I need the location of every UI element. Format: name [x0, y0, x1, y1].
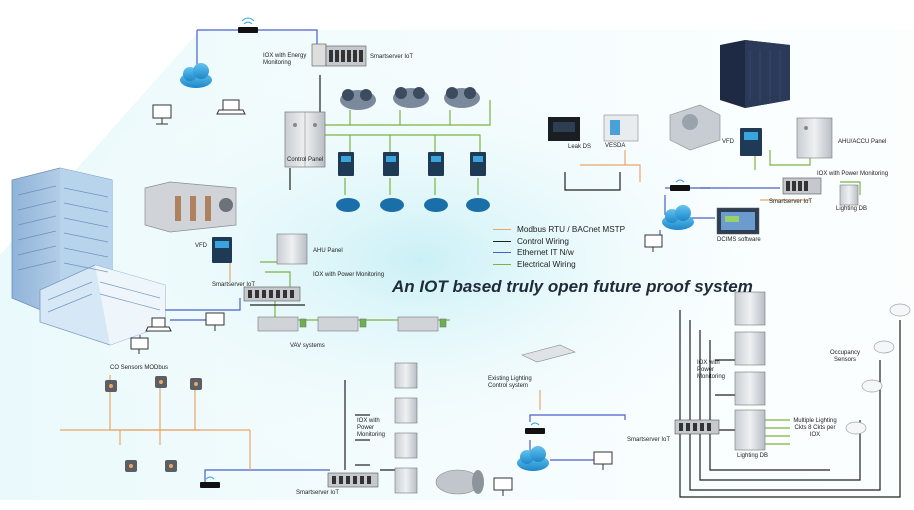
- laptop-icon-top: [216, 99, 246, 115]
- iox-panels-br: [734, 291, 766, 451]
- legend-swatch-electrical: [493, 263, 511, 265]
- label-iox-power-right: IOX with Power Monitoring: [817, 171, 889, 177]
- label-smartserver-br: Smartserver IoT: [627, 437, 671, 443]
- existing-lighting-controller-image: [521, 344, 576, 363]
- legend-swatch-modbus: [493, 229, 511, 231]
- smartserver-device-left: [243, 286, 301, 302]
- server-rack-image: [720, 40, 790, 108]
- legend-swatch-ethernet: [493, 252, 511, 254]
- desktop-computer-icon-left-2: [130, 337, 149, 354]
- precision-ac-unit-image: [669, 104, 721, 151]
- label-leak-ds: Leak DS: [568, 144, 592, 150]
- legend-label: Ethernet IT N/w: [517, 248, 574, 258]
- dcims-software-screenshot: [716, 207, 760, 235]
- lighting-db-right: [839, 184, 859, 206]
- label-iox-energy: IOX with Energy Monitoring: [263, 53, 307, 66]
- legend-item-electrical: Electrical Wiring: [493, 259, 663, 271]
- desktop-computer-icon-top: [152, 104, 172, 125]
- legend-label: Electrical Wiring: [517, 259, 576, 269]
- vav-box-images: [257, 316, 447, 332]
- label-smartserver-right: Smartserver IoT: [769, 199, 813, 205]
- legend-swatch-control: [493, 240, 511, 242]
- label-iox-power-bottom: IOX with Power Monitoring: [357, 418, 386, 438]
- desktop-computer-icon-bottom-left: [493, 477, 513, 496]
- label-vesda: VESDA: [605, 143, 626, 149]
- wifi-router-icon-bottom-right: [525, 422, 545, 434]
- ahu-unit-image: [144, 181, 237, 233]
- wifi-router-icon-bottom-left: [200, 476, 220, 488]
- vfd-drive-left: [212, 237, 232, 263]
- desktop-computer-icon-right: [644, 234, 663, 252]
- label-control-panel: Control Panel: [287, 157, 324, 163]
- duct-fan-image: [435, 469, 484, 495]
- pump-motors: [336, 198, 490, 212]
- cloud-icon-top-left: [180, 63, 212, 88]
- label-iox-power-left: IOX with Power Monitoring: [313, 272, 385, 278]
- desktop-computer-icon-left: [205, 312, 225, 331]
- smartserver-device-br: [674, 419, 720, 435]
- label-multiple-ckts: Multiple Lighting Ckts 8 Ckts per IOX: [793, 418, 837, 438]
- legend-label: Control Wiring: [517, 236, 569, 246]
- label-vav: VAV systems: [290, 343, 325, 349]
- label-existing-lighting: Existing Lighting Control system: [488, 376, 532, 389]
- diagram-title: An IOT based truly open future proof sys…: [392, 277, 753, 296]
- vesda-panel: [603, 114, 639, 142]
- legend-item-ethernet: Ethernet IT N/w: [493, 247, 663, 259]
- vfd-drive-right: [740, 128, 762, 156]
- label-lighting-db-right: Lighting DB: [836, 206, 868, 212]
- iox-panels-bottom: [394, 362, 418, 494]
- smartserver-device-right: [782, 177, 822, 195]
- label-smartserver-top: Smartserver IoT: [370, 54, 414, 60]
- label-smartserver-bottom: Smartserver IoT: [296, 490, 340, 496]
- control-panel-image: [284, 111, 326, 168]
- label-occupancy: Occupancy Sensors: [829, 350, 860, 363]
- legend-item-modbus: Modbus RTU / BACnet MSTP: [493, 224, 663, 236]
- background-glow-center: [40, 40, 800, 480]
- label-vfd-right: VFD: [722, 139, 734, 145]
- vfd-drives-top: [338, 152, 486, 176]
- co-sensor-icons: [105, 376, 202, 472]
- office-building-image: [11, 167, 166, 346]
- smartserver-device-bottom: [327, 472, 379, 488]
- label-iox-power-br: IOX with Power Monitoring: [697, 360, 726, 380]
- legend-item-control: Control Wiring: [493, 236, 663, 248]
- cloud-icon-right: [662, 205, 694, 230]
- desktop-computer-icon-bottom-right: [593, 451, 613, 470]
- label-ahu-accu-panel: AHU/ACCU Panel: [838, 139, 887, 145]
- ahu-accu-panel-image: [796, 117, 833, 159]
- laptop-icon-left: [145, 317, 172, 332]
- wifi-router-icon-right: [670, 179, 690, 191]
- smartserver-device-top: [311, 43, 367, 67]
- label-smartserver-left: Smartserver IoT: [212, 282, 256, 288]
- label-ahu-panel: AHU Panel: [313, 248, 343, 254]
- ahu-panel-image: [276, 233, 308, 265]
- occupancy-sensor-icons: [845, 303, 911, 435]
- label-vfd-left: VFD: [195, 243, 207, 249]
- leak-detection-panel: [548, 117, 580, 141]
- label-dcims: DCIMS software: [717, 237, 761, 243]
- cloud-icon-bottom: [517, 446, 549, 471]
- label-lighting-db-br: Lighting DB: [737, 453, 769, 459]
- wifi-router-icon-top: [238, 17, 258, 33]
- chiller-compressor-images: [340, 87, 480, 110]
- legend-label: Modbus RTU / BACnet MSTP: [517, 225, 626, 235]
- wiring-legend: Modbus RTU / BACnet MSTP Control Wiring …: [493, 224, 663, 270]
- label-co-sensors: CO Sensors MODbus: [110, 365, 169, 371]
